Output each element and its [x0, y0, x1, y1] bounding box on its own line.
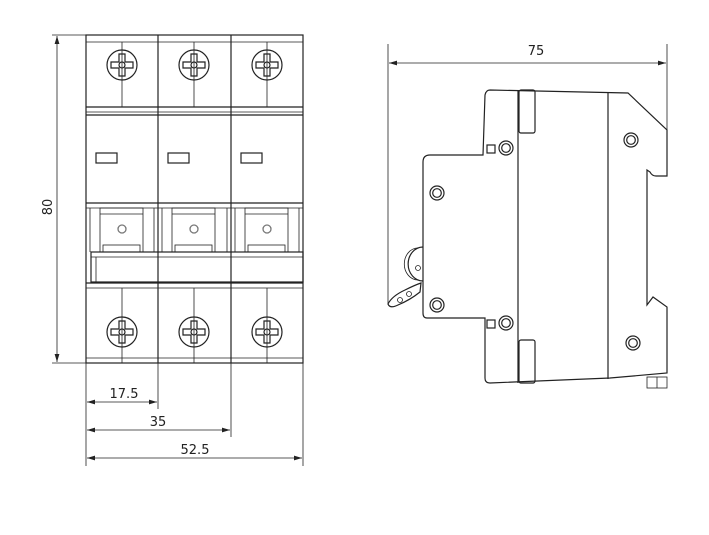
rivet-icon — [623, 132, 639, 148]
front-dimensions: 80 17.5 35 52.5 — [41, 34, 304, 466]
toggle-lever-icon — [387, 246, 424, 308]
rivet-icon — [429, 297, 445, 313]
two-pole-width-label: 35 — [150, 415, 167, 430]
side-outline — [422, 89, 668, 384]
side-view — [387, 89, 668, 389]
front-view — [85, 34, 304, 364]
rivet-icon — [429, 185, 445, 201]
pole-2 — [161, 42, 228, 363]
side-dimensions: 75 — [387, 44, 668, 304]
rivet-icon — [498, 140, 514, 156]
total-width-label: 52.5 — [181, 443, 210, 458]
rivet-icon — [625, 335, 641, 351]
din-slot — [518, 89, 536, 134]
rivet-icon — [498, 315, 514, 331]
height-dimension-label: 80 — [41, 199, 56, 216]
pole-width-label: 17.5 — [110, 387, 139, 402]
indicator-window — [240, 152, 263, 164]
pole-1 — [89, 42, 155, 363]
depth-dimension-label: 75 — [528, 44, 545, 59]
pole-3 — [234, 42, 300, 363]
indicator-window — [95, 152, 118, 164]
trip-bar — [90, 251, 304, 283]
front-outline — [85, 34, 304, 364]
din-slot — [518, 339, 536, 384]
indicator-window — [167, 152, 190, 164]
